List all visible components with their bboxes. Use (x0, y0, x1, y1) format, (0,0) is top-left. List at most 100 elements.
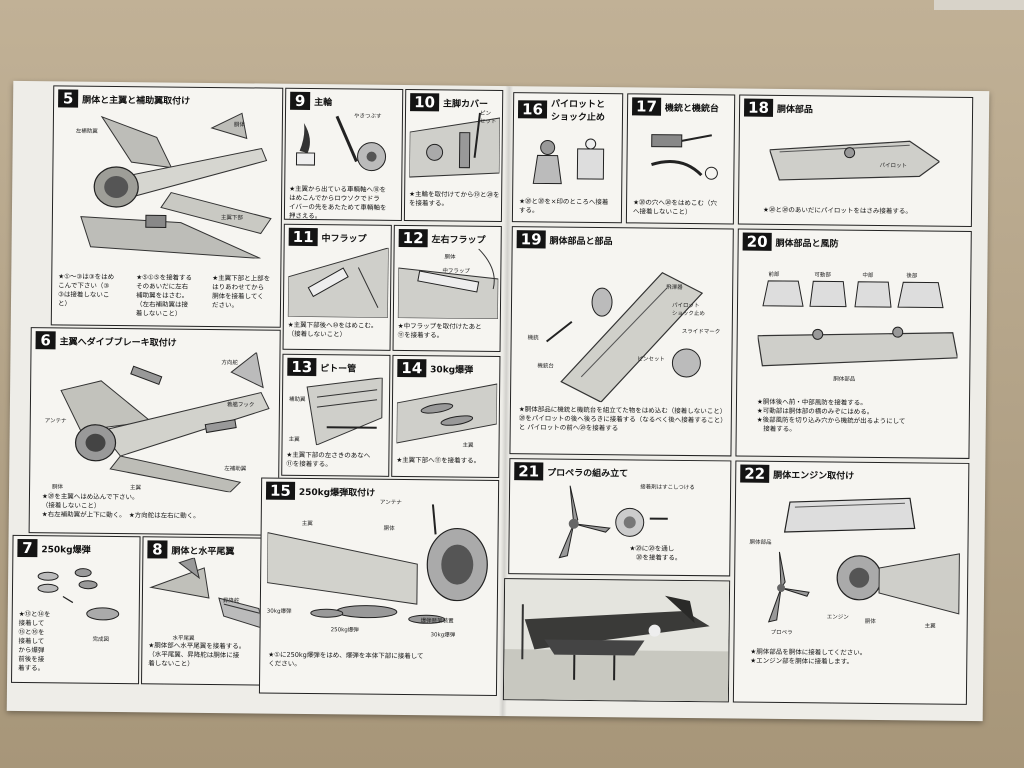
step-8-note: ★胴体部へ水平尾翼を接着する。 （水平尾翼、昇降舵は胴体に接 着しないこと） (148, 641, 246, 668)
step-title: 中フラップ (321, 233, 367, 245)
step-17-note: ★⑳の穴へ⑳をはめこむ（穴 へ接着しないこと） (632, 198, 717, 217)
label-tweezers: ピンセット (637, 356, 665, 363)
label-fuselage: 胴体 (52, 484, 64, 491)
step-6-illustration (60, 351, 270, 493)
label-wing: 主翼 (462, 442, 474, 449)
step-9-note: ★主翼から出ている車輌軸へ⑱を はめこんでからロウソクでドラ イバーの先をあたた… (288, 184, 387, 221)
label-wing: 主翼 (924, 623, 936, 630)
step-number: 8 (147, 540, 168, 559)
label-fuselage: 胴体 (383, 525, 395, 532)
label-fuselage: 胴体 (444, 254, 456, 261)
step-21-illustration (558, 485, 668, 559)
step-6-note: ★⑳を主翼へはめ込んで下さい。 （接着しないこと） ★右左補助翼が上下に動く。 … (41, 492, 200, 520)
label-wing: 主翼 (301, 520, 313, 528)
label-fuselage-part: 胴体部品 (833, 376, 856, 383)
step-number: 14 (397, 358, 427, 378)
step-20-note: ★胴体後へ前・中部風防を接着する。 ★可動部は胴体部の横のみぞにはめる。 ★後部… (756, 397, 906, 434)
step-number: 16 (517, 100, 548, 119)
label-pilot-shock-stop: パイロット ショック止め (671, 302, 705, 318)
step-number: 5 (58, 89, 79, 108)
label-left-aileron: 左補助翼 (75, 128, 98, 135)
step-9-illustration (295, 115, 387, 172)
step-13-illustration (306, 377, 383, 446)
label-gun-mount: 機銃台 (537, 363, 554, 370)
label-30kg-bomb-left: 30kg爆弾 (266, 608, 292, 615)
step-14-note: ★主翼下部へ⑪を接着する。 (396, 455, 481, 465)
step-number: 20 (742, 232, 772, 251)
label-250kg-bomb: 250kg爆弾 (330, 627, 359, 634)
label-tweezers: ピン セット (479, 110, 497, 125)
step-19-illustration (546, 271, 704, 403)
step-14-illustration (396, 383, 498, 444)
label-middle: 中部 (862, 272, 874, 279)
step-11-illustration (287, 247, 389, 318)
step-18-illustration (769, 140, 940, 181)
box-edge (934, 0, 1024, 10)
step-title: 機銃と機銃台 (664, 103, 720, 114)
label-fuselage: 胴体 (864, 618, 876, 625)
label-pilot: パイロット (879, 162, 908, 170)
label-aileron: 補助翼 (288, 396, 306, 403)
step-title: 主翼へダイブブレーキ取付け (59, 336, 177, 349)
label-melt: やきつぶす (353, 113, 382, 120)
label-propeller: プロペラ (770, 629, 793, 637)
step-22-note: ★胴体部品を胴体に接着してください。 ★エンジン部を胴体に接着します。 (750, 647, 867, 666)
step-17-illustration (651, 134, 718, 180)
step-number: 22 (740, 464, 770, 483)
step-title: 主脚カバー (442, 98, 489, 110)
step-7-note: ★⑬と⑭を 接着して ⑮と⑯を 接着して から爆弾 前後を接 着する。 (18, 609, 51, 673)
step-16-note: ★⑳と⑳を×印のところへ接着 する。 (518, 197, 609, 215)
step-11-note: ★主翼下部後へ⑩をはめこむ。 （接着しないこと） (287, 320, 378, 339)
step-5-illustration (80, 112, 272, 259)
step-8-illustration (149, 557, 265, 630)
label-lower-wing: 主翼下部 (220, 215, 243, 222)
step-5-note-1: ★①〜③は③をはめ こんで下さい（③ ③は接着しないこ と） (57, 272, 115, 308)
step-title: 250kg爆弾取付け (298, 487, 376, 499)
step-title: ピトー管 (320, 363, 357, 375)
step-number: 6 (35, 331, 56, 350)
step-title: 30kg爆弾 (430, 364, 474, 376)
label-fuselage: 胴体 (233, 122, 245, 129)
step-15-note: ★①に250kg爆弾をはめ、爆弾を本体下部に接着して ください。 (268, 650, 424, 668)
step-number: 18 (743, 98, 774, 117)
step-7-illustration (37, 568, 120, 621)
label-movable: 可動部 (814, 272, 831, 279)
step-10-illustration (409, 112, 501, 178)
step-number: 17 (631, 97, 662, 116)
label-antenna: アンテナ (379, 499, 402, 506)
step-number: 10 (410, 93, 440, 112)
label-arrestor-hook: 着艦フック (226, 402, 255, 409)
step-title: 胴体部品と部品 (549, 236, 613, 247)
step-number: 19 (516, 230, 546, 249)
label-elevator: 昇降舵 (222, 598, 240, 605)
step-number: 21 (514, 462, 544, 481)
label-horizontal-stabilizer: 水平尾翼 (172, 635, 195, 642)
step-number: 15 (265, 481, 296, 500)
label-rudder: 方向舵 (221, 360, 238, 367)
step-21-note: ★⑳に⑳を通し ⑳を接着する。 (629, 544, 682, 562)
label-rear: 後部 (906, 273, 918, 280)
step-title: 左右フラップ (431, 234, 486, 246)
step-5-note-2: ★⑤①⑤を接着する そのあいだに左右 補助翼をはさむ。 （左右補助翼は接 着しな… (135, 273, 193, 318)
step-title: パイロットと ショック止め (550, 99, 606, 124)
label-antenna: アンテナ (44, 418, 67, 425)
step-title: 胴体部品と風防 (775, 238, 839, 250)
label-front: 前部 (768, 271, 780, 278)
step-number: 7 (17, 538, 38, 558)
step-title: 胴体と水平尾翼 (171, 546, 235, 557)
step-22-illustration (767, 497, 960, 623)
label-bomb-rack: 爆弾懸架装置 (420, 618, 454, 625)
